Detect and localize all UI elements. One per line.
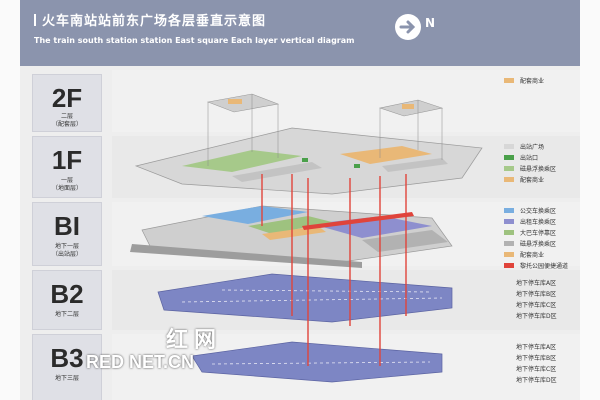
- floor-b1-plate: [130, 205, 453, 268]
- vertical-cores: [261, 174, 407, 366]
- isometric-floors: 配套商业 出站广场 出站口 磁悬浮换乘区 配套商业 公交车换乘区 出租车换乘区 …: [112, 66, 580, 400]
- diagram-poster: 火车南站站前东广场各层垂直示意图 The train south station…: [20, 0, 580, 400]
- north-arrow-icon: [395, 14, 421, 40]
- title-banner: 火车南站站前东广场各层垂直示意图 The train south station…: [20, 0, 580, 66]
- level-labels: 2F 二层 （配套层） 1F 一层 （地面层） BI 地下一层 （出站层） B2…: [20, 66, 112, 400]
- title-chinese: 火车南站站前东广场各层垂直示意图: [34, 10, 266, 29]
- level-1f-label: 1F 一层 （地面层）: [32, 136, 102, 198]
- north-label: N: [425, 16, 436, 30]
- level-2f-label: 2F 二层 （配套层）: [32, 74, 102, 132]
- floor-1f-plate: [134, 127, 483, 195]
- floor-stack-drawing: [112, 70, 580, 400]
- level-b1-label: BI 地下一层 （出站层）: [32, 202, 102, 266]
- floor-b2-plate: [157, 273, 453, 323]
- level-b3-label: B3 地下三层: [32, 334, 102, 400]
- title-english: The train south station station East squ…: [34, 36, 355, 45]
- swatch: [504, 78, 514, 83]
- level-b2-label: B2 地下二层: [32, 270, 102, 330]
